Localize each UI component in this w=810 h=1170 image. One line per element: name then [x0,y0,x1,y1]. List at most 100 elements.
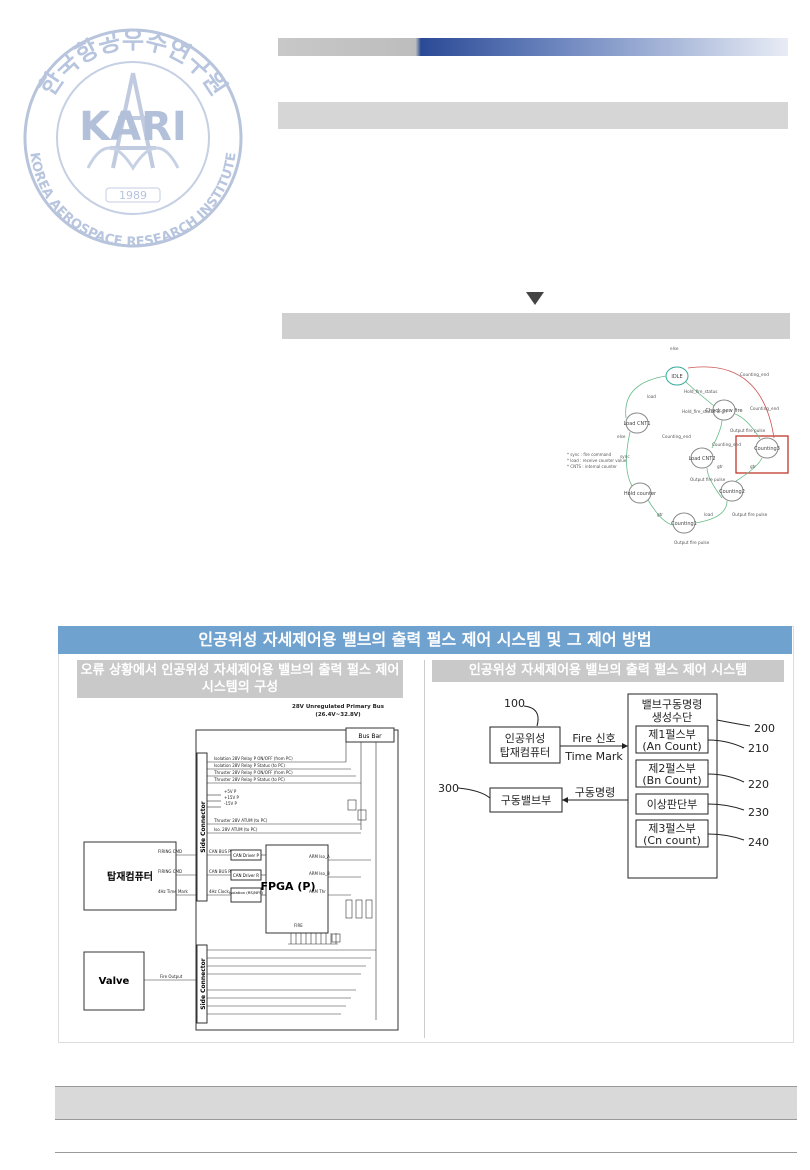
ref-230: 230 [748,806,769,819]
fpga-port: ARM Thr [309,889,326,894]
bus-range: (26.4V~32.8V) [315,712,361,718]
ref-100: 100 [504,697,525,710]
state-counting2: Counting2 [719,489,745,495]
kari-logo: 한국항공우주연구원 KOREA AEROSPACE RESEARCH INSTI… [23,26,243,250]
unit-box [635,819,709,848]
gen-title-line2: 생성수단 [652,711,692,724]
signal-label: +5V P [224,789,237,794]
signal-label: Isolation 28V Relay P ON/OFF (from PC) [214,756,293,761]
side-connector-bottom: Side Connector [200,958,207,1010]
valve-block: Valve [99,976,130,987]
unit-name: 제3펄스부 [648,822,695,835]
table-cell [101,1119,597,1153]
time-mark-label: Time Mark [564,750,623,763]
legend-line: * sync : fire command [567,452,612,457]
unit-box [635,759,709,788]
signal-label: Isolation 28V Relay P Status (to PC) [214,763,285,768]
signal-label: +15V P [224,795,239,800]
edge-label: Counting_end [740,372,769,377]
left-signal: FIRING CMD [158,869,182,874]
ref-300: 300 [438,782,459,795]
fpga-block: FPGA (P) [260,880,315,893]
signal-label: Thruster 28V ATUM (to PC) [213,818,268,823]
edge-label: Output fire pulse [674,540,710,545]
edge-label: gtr [657,512,663,517]
edge-label: Output fire pulse [730,428,766,433]
info-table [55,1086,797,1153]
state-load-cnt1: Load CNT1 [623,421,650,427]
left-signal: FIRING CMD [158,849,182,854]
gen-title-line1: 밸브구동명령 [642,698,703,711]
signal-label: -15V P [224,801,238,806]
unit-box [635,725,709,754]
ref-240: 240 [748,836,769,849]
highlight-box [735,435,789,474]
state-diagram: IDLE Load CNT1 Load CNT2 Hold counter Ch… [567,346,789,545]
block-diagram: 100 인공위성 탑재컴퓨터 Fire 신호 Time Mark 밸브구동명령 … [438,693,775,879]
edge-label: Counting_end [662,434,691,439]
edge-label: gtr [750,464,756,469]
unit-sub: (Bn Count) [642,774,701,787]
edge-label: Counting_end [712,442,741,447]
signal-label: Thruster 28V Relay P Status (to PC) [213,777,285,782]
edge-label: Counting_end [750,406,779,411]
section-bar-2 [282,313,790,339]
block-label: 4Hz Clock [209,889,229,894]
computer-line1: 인공위성 [505,732,545,745]
edge-label: sync [620,454,630,459]
left-heading: 오류 상황에서 인공위성 자세제어용 밸브의 출력 펄스 제어 시스템의 구성 [77,660,403,698]
fpga-port: ARM Iso_A [309,854,330,859]
unit-sub: (Cn count) [643,834,701,847]
unit-name: 제2펄스부 [648,762,695,775]
down-arrow-icon [526,292,544,305]
computer-block: 탑재컴퓨터 [107,870,153,883]
left-signal: 4Hz Time Mark [158,889,189,894]
fpga-port: FIRE [294,923,303,928]
circuit-diagram: 28V Unregulated Primary Bus (26.4V~32.8V… [83,704,399,1031]
ref-220: 220 [748,778,769,791]
state-load-cnt2: Load CNT2 [688,456,715,462]
ref-210: 210 [748,742,769,755]
edge-label: Hold_fire_status [684,389,717,394]
patent-title: 인공위성 자세제어용 밸브의 출력 펄스 제어 시스템 및 그 제어 방법 [58,626,792,654]
edge-label: else [670,346,679,351]
fire-signal-label: Fire 신호 [572,732,615,745]
block-label: CAN BUS R [209,869,231,874]
bus-label: 28V Unregulated Primary Bus [292,704,385,710]
edge-label: Hold_fire_status & gh [682,409,727,414]
side-connector-top: Side Connector [200,801,207,853]
logo-center-text: KARI [79,104,187,150]
edge-label: else [617,434,626,439]
edge-label: load [647,394,656,399]
right-heading: 인공위성 자세제어용 밸브의 출력 펄스 제어 시스템 [432,660,784,682]
logo-year: 1989 [119,189,147,202]
table-header-row [55,1086,797,1120]
computer-line2: 탑재컴퓨터 [500,746,551,759]
legend-line: * load : receive counter value [567,458,627,463]
unit-name: 이상판단부 [647,798,698,811]
command-label: 구동명령 [575,786,615,799]
state-check-new-fire: Check new fire [705,408,742,414]
fire-output-label: Fire Output [160,974,183,979]
table-cell [596,1086,797,1120]
signal-label: Thruster 28V Relay P ON/OFF (from PC) [213,770,293,775]
state-hold-counter: Hold counter [624,491,657,497]
panel-divider [424,660,425,1038]
state-counting3: Counting3 [754,446,780,452]
table-cell [101,1086,597,1120]
header-gradient-bar [278,38,788,56]
table-cell [55,1119,102,1153]
unit-name: 제1펄스부 [648,728,695,741]
edge-label: gtr [717,464,723,469]
ref-200: 200 [754,722,775,735]
legend-line: * CNTS : internal counter [567,464,617,469]
valve-unit: 구동밸브부 [501,794,552,807]
state-idle: IDLE [671,374,682,380]
unit-sub: (An Count) [642,740,701,753]
can-driver-r: CAN Driver R [233,873,259,878]
edge-label: Output fire pulse [690,477,726,482]
signal-label: Iso. 28V ATUM (to PC) [214,827,258,832]
state-counting1: Counting1 [671,521,697,527]
bus-bar-label: Bus Bar [358,733,382,740]
edge-label: load [704,512,713,517]
